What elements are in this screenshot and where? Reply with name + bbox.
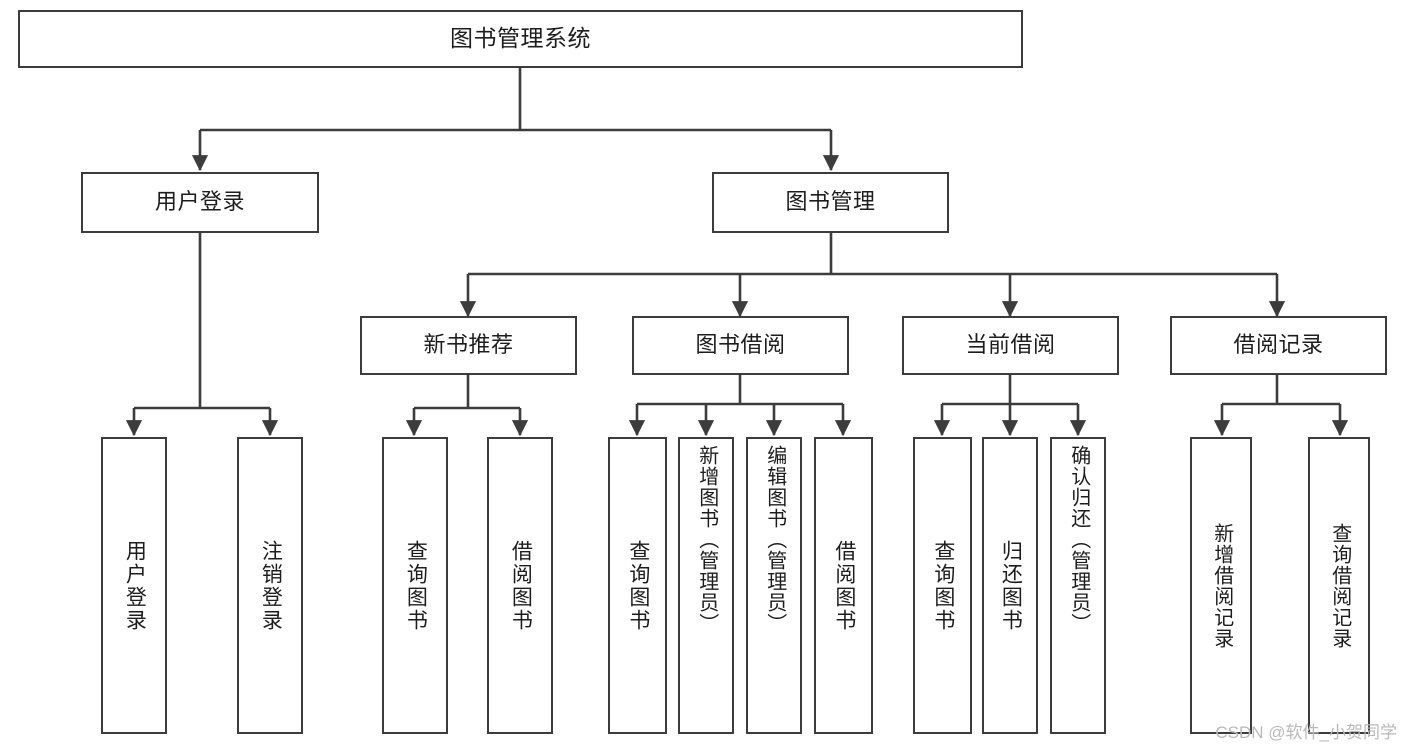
node-book-borrow[interactable]: 图书借阅 bbox=[632, 316, 849, 375]
leaf-borrow-book-recommend[interactable]: 借阅图书 bbox=[487, 437, 553, 734]
node-label: 图书管理系统 bbox=[450, 25, 591, 52]
node-current-borrow[interactable]: 当前借阅 bbox=[902, 316, 1119, 375]
node-book-management[interactable]: 图书管理 bbox=[712, 172, 949, 233]
leaf-add-book-admin[interactable]: 新增图书（管理员） bbox=[678, 437, 734, 734]
node-label: 新增借阅记录 bbox=[1210, 522, 1233, 649]
leaf-query-book-current[interactable]: 查询图书 bbox=[913, 437, 972, 734]
node-label: 新书推荐 bbox=[423, 332, 514, 358]
leaf-borrow-book[interactable]: 借阅图书 bbox=[814, 437, 873, 734]
node-label: 图书借阅 bbox=[695, 332, 786, 358]
leaf-query-book-borrow[interactable]: 查询图书 bbox=[608, 437, 667, 734]
node-label: 新增图书（管理员） bbox=[695, 445, 718, 634]
leaf-user-login[interactable]: 用户登录 bbox=[101, 437, 167, 734]
node-label: 当前借阅 bbox=[965, 332, 1056, 358]
node-new-book-recommend[interactable]: 新书推荐 bbox=[360, 316, 577, 375]
leaf-return-book[interactable]: 归还图书 bbox=[982, 437, 1038, 734]
node-label: 用户登录 bbox=[123, 539, 147, 632]
node-root-book-management-system[interactable]: 图书管理系统 bbox=[18, 10, 1023, 68]
node-label: 编辑图书（管理员） bbox=[763, 445, 786, 634]
node-label: 借阅记录 bbox=[1233, 332, 1324, 358]
node-label: 归还图书 bbox=[999, 539, 1023, 632]
node-label: 用户登录 bbox=[154, 189, 245, 215]
leaf-query-borrow-record[interactable]: 查询借阅记录 bbox=[1308, 437, 1370, 734]
leaf-logout[interactable]: 注销登录 bbox=[237, 437, 303, 734]
node-borrow-record[interactable]: 借阅记录 bbox=[1170, 316, 1387, 375]
node-label: 图书管理 bbox=[785, 189, 876, 215]
node-user-login[interactable]: 用户登录 bbox=[81, 172, 319, 233]
node-label: 查询图书 bbox=[404, 539, 428, 632]
leaf-confirm-return-admin[interactable]: 确认归还（管理员） bbox=[1050, 437, 1106, 734]
node-label: 查询借阅记录 bbox=[1328, 522, 1351, 649]
node-label: 借阅图书 bbox=[509, 539, 533, 632]
leaf-edit-book-admin[interactable]: 编辑图书（管理员） bbox=[746, 437, 802, 734]
node-label: 查询图书 bbox=[931, 539, 955, 632]
leaf-query-book-recommend[interactable]: 查询图书 bbox=[382, 437, 448, 734]
node-label: 确认归还（管理员） bbox=[1067, 445, 1090, 634]
node-label: 注销登录 bbox=[259, 539, 283, 632]
node-label: 查询图书 bbox=[626, 539, 650, 632]
leaf-add-borrow-record[interactable]: 新增借阅记录 bbox=[1190, 437, 1252, 734]
node-label: 借阅图书 bbox=[832, 539, 856, 632]
csdn-watermark: CSDN @软件_小贺同学 bbox=[1215, 723, 1397, 742]
